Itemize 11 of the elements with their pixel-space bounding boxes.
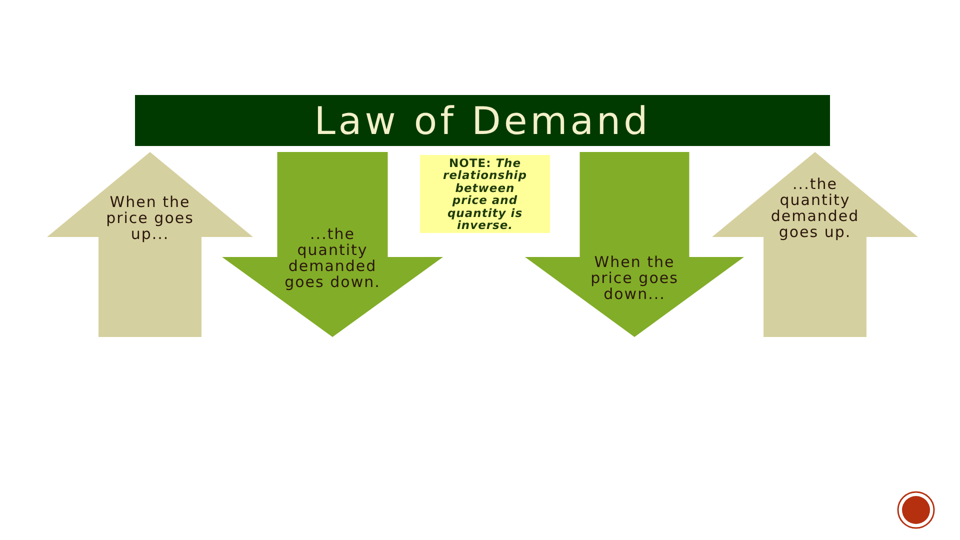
arrow-label: ...the quantity demanded goes down. [284, 226, 382, 290]
downward-pointing-panel [525, 152, 744, 337]
title-banner: Law of Demand [135, 95, 830, 146]
arrow-label: ...the quantity demanded goes up. [770, 176, 860, 240]
upward-pointing-panel [47, 152, 253, 337]
arrow-label: When the price goes up... [105, 194, 195, 242]
downward-pointing-panel [222, 152, 443, 337]
upward-pointing-panel [712, 152, 918, 337]
note-text: NOTE: The relationship between price and quantity is inverse. [442, 156, 528, 232]
arrow-label: When the price goes down... [590, 254, 680, 302]
note-box [420, 155, 550, 233]
